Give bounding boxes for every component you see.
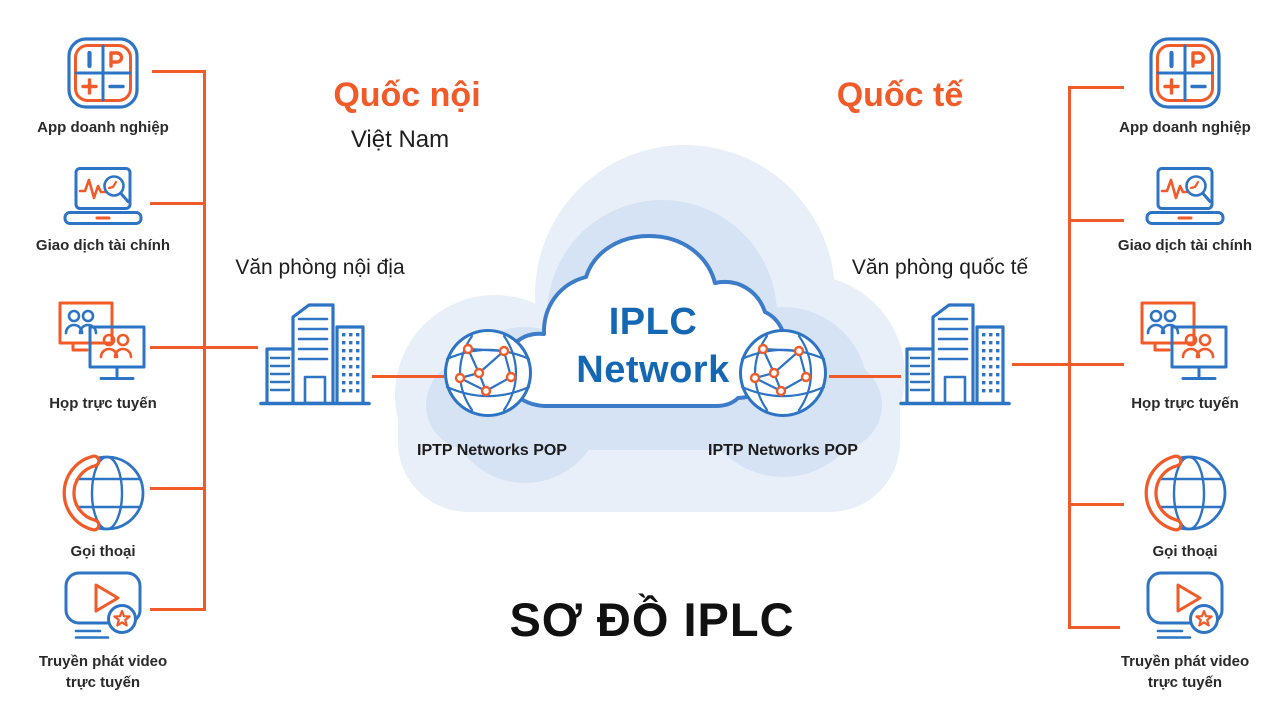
connector-stub — [150, 346, 258, 349]
network-globe-icon-right — [739, 329, 827, 417]
connector-stub — [1068, 86, 1124, 89]
service-item: Gọi thoại — [18, 450, 188, 562]
finance-trading-icon — [1145, 167, 1225, 225]
service-label: Gọi thoại — [1152, 543, 1218, 560]
ip-app-icon — [67, 37, 139, 109]
service-label: Họp trực tuyến — [1131, 395, 1239, 412]
online-meeting-icon — [1140, 301, 1228, 380]
office-label-domestic: Văn phòng nội địa — [235, 256, 405, 279]
connector-stub — [150, 487, 206, 490]
video-streaming-icon — [1146, 571, 1224, 639]
service-label: Truyền phát video trực tuyến — [38, 653, 168, 691]
pop-label-right: IPTP Networks POP — [708, 442, 858, 459]
service-label: Gọi thoại — [70, 543, 136, 560]
office-label-international: Văn phòng quốc tế — [851, 256, 1029, 279]
service-item: Họp trực tuyến — [1100, 300, 1270, 414]
service-label: App doanh nghiệp — [37, 119, 169, 136]
cloud-label-line1: IPLC — [608, 301, 698, 343]
region-subheading-vietnam: Việt Nam — [350, 126, 450, 153]
service-item: Họp trực tuyến — [18, 300, 188, 414]
voice-call-icon — [62, 454, 145, 532]
pop-label-left: IPTP Networks POP — [417, 442, 567, 459]
connector-stub — [1068, 219, 1124, 222]
connector-stub — [150, 608, 206, 611]
connector-office-to-pop-left — [372, 375, 444, 378]
cloud-label: IPLC Network — [528, 298, 778, 394]
service-label: Họp trực tuyến — [49, 395, 157, 412]
video-streaming-icon — [64, 571, 142, 639]
office-building-icon-left — [259, 303, 371, 406]
service-item: App doanh nghiệp — [1100, 36, 1270, 138]
service-item: Giao dịch tài chính — [18, 166, 188, 256]
service-label: Giao dịch tài chính — [1117, 237, 1253, 254]
connector-pop-to-office-right — [829, 375, 901, 378]
service-item: Giao dịch tài chính — [1100, 166, 1270, 256]
connector-stub — [152, 70, 206, 73]
service-label: Giao dịch tài chính — [35, 237, 171, 254]
voice-call-icon — [1144, 454, 1227, 532]
online-meeting-icon — [58, 301, 146, 380]
service-item: Truyền phát video trực tuyến — [18, 570, 188, 693]
connector-trunk-right — [1068, 86, 1071, 629]
diagram-title: SƠ ĐỒ IPLC — [509, 593, 795, 646]
region-heading-domestic: Quốc nội — [333, 76, 481, 114]
ip-app-icon — [1149, 37, 1221, 109]
network-globe-icon-left — [444, 329, 532, 417]
finance-trading-icon — [63, 167, 143, 225]
connector-trunk-left — [203, 70, 206, 611]
cloud-label-line2: Network — [576, 349, 730, 391]
service-item: App doanh nghiệp — [18, 36, 188, 138]
connector-stub — [150, 202, 206, 205]
service-item: Gọi thoại — [1100, 450, 1270, 562]
service-label: Truyền phát video trực tuyến — [1120, 653, 1250, 691]
connector-stub — [1068, 503, 1124, 506]
office-building-icon-right — [899, 303, 1011, 406]
service-item: Truyền phát video trực tuyến — [1100, 570, 1270, 693]
service-label: App doanh nghiệp — [1119, 119, 1251, 136]
connector-stub — [1012, 363, 1124, 366]
connector-stub — [1068, 626, 1120, 629]
region-heading-international: Quốc tế — [836, 76, 964, 114]
